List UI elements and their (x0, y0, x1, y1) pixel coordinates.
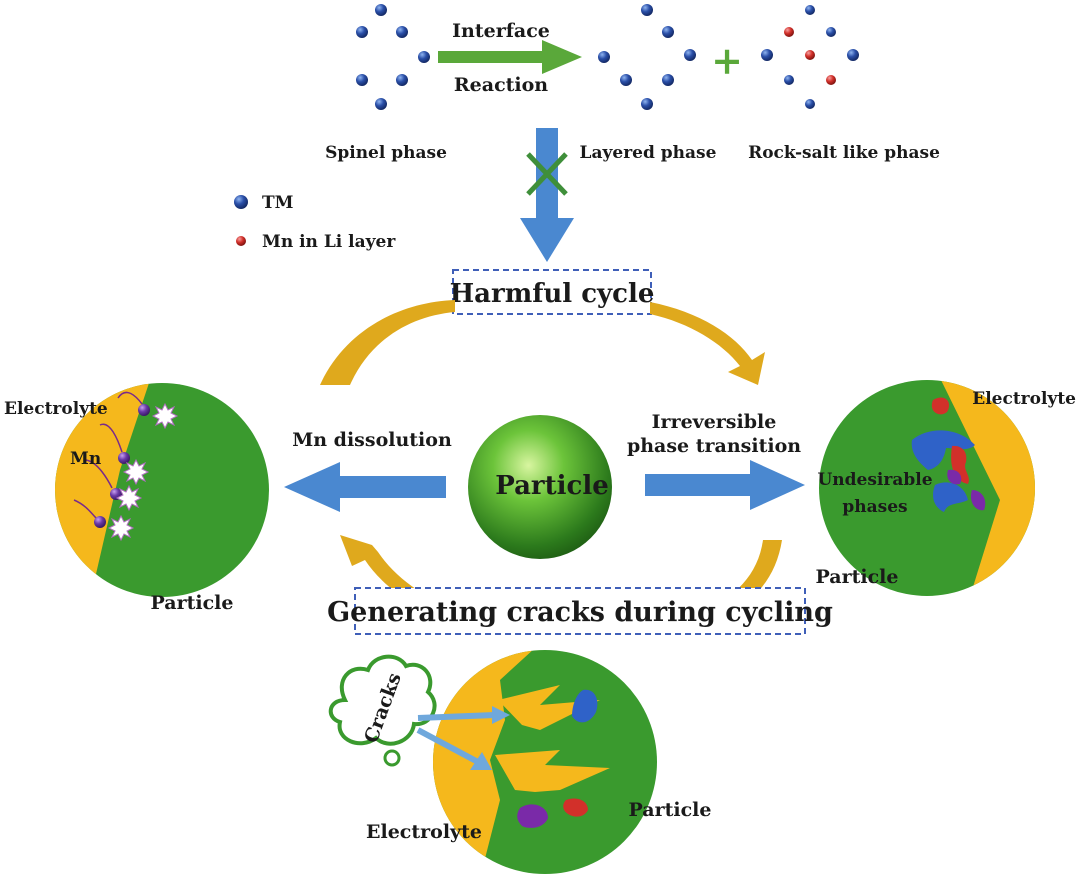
crack-pointer-arrows (416, 706, 510, 770)
bottom-purple-phase (517, 804, 548, 828)
cycle-arc-top (320, 300, 765, 385)
bottom-red-phase (563, 798, 588, 817)
rocksalt-phase-lattice (761, 5, 859, 109)
mn-dissolution-label: Mn dissolution (292, 429, 452, 451)
interface-reaction-arrow (438, 40, 582, 74)
blocked-down-arrow (520, 128, 574, 262)
bottom-blue-phase (572, 689, 598, 723)
right-particle (819, 380, 1035, 596)
reaction-label: Reaction (454, 74, 548, 96)
right-electrolyte-label: Electrolyte (972, 389, 1076, 409)
cracks-cycle-title: Generating cracks during cycling (327, 597, 833, 628)
center-particle-label: Particle (495, 471, 609, 501)
legend-tm-marker (234, 195, 248, 209)
spinel-phase-label: Spinel phase (325, 143, 447, 163)
undesirable-phases-label-line1: Undesirable (817, 470, 932, 490)
dissolving-mn-atoms (73, 391, 179, 542)
phase-transition-label-line1: Irreversible (652, 411, 777, 433)
undesirable-phases-label-line2: phases (842, 497, 907, 517)
harmful-cycle-title: Harmful cycle (450, 279, 655, 309)
interface-label: Interface (452, 20, 550, 42)
left-particle-label: Particle (151, 592, 234, 614)
left-mn-label: Mn (70, 449, 101, 469)
plus-symbol: + (711, 38, 743, 83)
layered-phase-lattice (598, 4, 696, 110)
rocksalt-phase-label: Rock-salt like phase (748, 143, 940, 163)
legend-tm-label: TM (262, 193, 294, 213)
legend-mn-marker (236, 236, 246, 246)
layered-phase-label: Layered phase (580, 143, 717, 163)
mn-dissolution-arrow (284, 462, 446, 512)
legend-mn-label: Mn in Li layer (262, 232, 396, 252)
harmful-cycle-box (452, 269, 652, 315)
left-particle (55, 383, 269, 597)
right-particle-label: Particle (816, 566, 899, 588)
cracks-cycle-box (354, 587, 806, 635)
phase-transition-label-line2: phase transition (627, 435, 801, 457)
left-electrolyte-label: Electrolyte (4, 399, 108, 419)
undesirable-phase-shapes (911, 397, 986, 512)
cross-mark (526, 152, 568, 196)
bottom-electrolyte-label: Electrolyte (366, 821, 482, 843)
legend: TM Mn in Li layer (234, 193, 396, 252)
bottom-particle-label: Particle (629, 799, 712, 821)
phase-transition-arrow (645, 460, 805, 510)
spinel-phase-lattice (356, 4, 430, 110)
center-particle-sphere (468, 415, 612, 559)
